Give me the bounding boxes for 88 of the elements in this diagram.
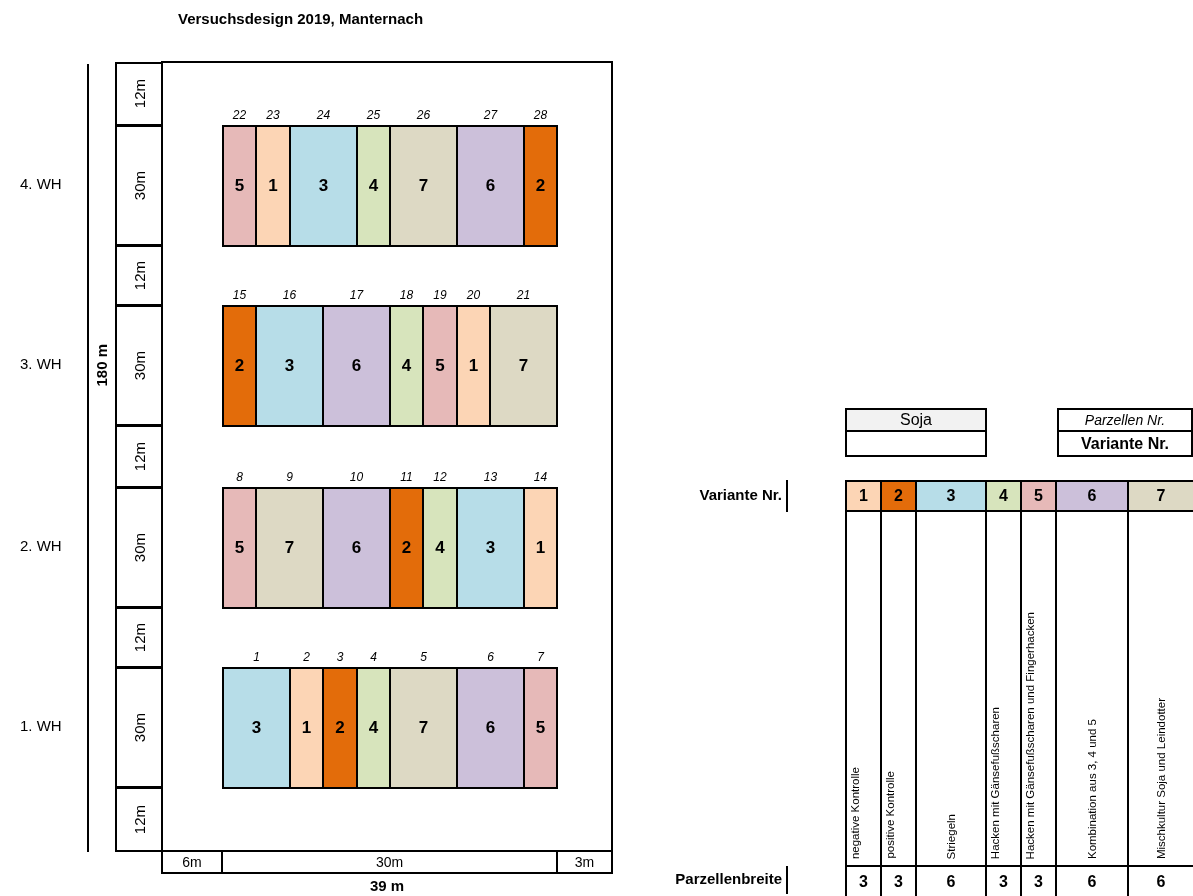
variant-number: 7 [517,356,530,376]
dimension-label: 30m [115,667,163,788]
variant-swatch: 7 [1127,480,1193,512]
dimension-label: 3m [556,850,613,874]
plot-number: 10 [348,470,365,484]
dimension-label: 12m [115,425,163,488]
plot-number: 19 [432,288,448,302]
dimension-label: 30m [115,125,163,246]
variant-number: 4 [367,718,380,738]
variant-number: 2 [400,538,413,558]
dimension-label: 6m [161,850,223,874]
dimension-label: 30m [115,487,163,608]
plot-number: 6 [486,650,495,664]
plot-number: 20 [465,288,482,302]
plot-number: 25 [365,108,382,122]
plot-number: 27 [482,108,499,122]
variant-number: 6 [350,356,363,376]
plot-number: 5 [419,650,428,664]
row-heading: Parzellenbreite [674,870,782,889]
dimension-label: 39 m [368,875,406,896]
variant-number: 5 [233,176,246,196]
plot-number: 18 [398,288,415,302]
variant-swatch: 3 [915,480,987,512]
variant-number: 3 [484,538,497,558]
variant-swatch: 1 [845,480,882,512]
key-box [1057,408,1193,457]
crop-name: Soja [847,410,985,432]
variant-number: 4 [400,356,413,376]
plot-number: 15 [231,288,248,302]
plot-number: 14 [532,470,549,484]
dimension-label: 12m [115,62,163,126]
variant-number: 1 [267,176,279,196]
variant-swatch: 4 [985,480,1022,512]
replicate-label: 3. WH [20,355,63,374]
variant-number: 2 [233,356,246,376]
plot-number: 3 [335,650,345,664]
variant-number: 2 [334,718,346,738]
plot-number: 12 [432,470,448,484]
plot-number: 4 [369,650,378,664]
variant-number: 4 [434,538,446,558]
plot-number: 7 [536,650,546,664]
variant-number: 3 [317,176,330,196]
dimension-label: 30m [115,305,163,426]
variant-swatch: 6 [1055,480,1129,512]
plot-number: 22 [231,108,248,122]
variant-number: 6 [484,718,497,738]
plot-number: 23 [265,108,281,122]
plot-number: 8 [235,470,244,484]
replicate-label: 1. WH [20,717,63,736]
replicate-label: 2. WH [20,537,63,556]
variant-number: 4 [367,176,380,196]
plot-number: 26 [415,108,432,122]
key-box [845,408,987,457]
variant-number: 6 [484,176,497,196]
variant-number: 2 [534,176,547,196]
plot-number: 1 [252,650,261,664]
variant-number: 1 [534,538,547,558]
variant-number: 1 [467,356,480,376]
dimension-label: 12m [115,245,163,306]
variant-number: 5 [534,718,547,738]
variant-number: 1 [300,718,313,738]
plot-number: 16 [281,288,298,302]
plot-number: 9 [285,470,294,484]
variant-number: 3 [283,356,296,376]
plot-number: 24 [315,108,332,122]
dimension-label: 12m [115,787,163,852]
variant-number: 5 [434,356,446,376]
variant-number: 7 [417,176,430,196]
replicate-label: 4. WH [20,175,63,194]
variant-swatch: 5 [1020,480,1057,512]
variant-number: 6 [350,538,363,558]
plot-number: 13 [482,470,499,484]
plot-number: 21 [515,288,532,302]
variant-number: 3 [250,718,263,738]
variant-number: 7 [283,538,296,558]
dimension-label: 180 m [91,342,111,389]
plot-number: 2 [302,650,311,664]
plot-number: 17 [348,288,365,302]
dimension-label: 12m [115,607,163,668]
variant-number-key: Variante Nr. [1059,432,1191,455]
row-heading: Variante Nr. [698,486,782,505]
plot-number-key: Parzellen Nr. [1059,410,1191,432]
variant-number: 7 [417,718,430,738]
plot-number: 11 [399,470,414,484]
variant-swatch: 2 [880,480,917,512]
title: Versuchsdesign 2019, Manternach [178,10,424,27]
variant-number: 5 [233,538,246,558]
plot-number: 28 [532,108,549,122]
